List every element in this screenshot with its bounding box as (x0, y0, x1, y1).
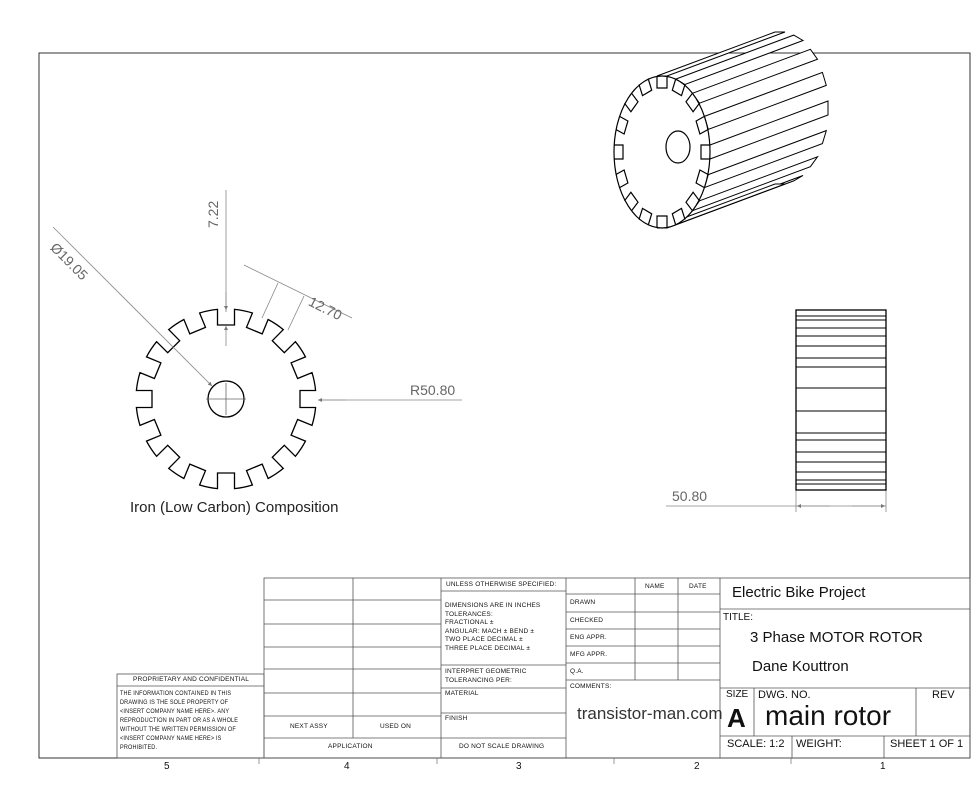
isometric-view (613, 31, 829, 229)
side-view (795, 309, 887, 491)
dim-slot-depth: 7.22 (205, 200, 221, 228)
title-label: TITLE: (723, 612, 754, 623)
date-column-header: DATE (689, 583, 707, 590)
row-eng-appr: ENG APPR. (570, 634, 607, 641)
proprietary-line: <INSERT COMPANY NAME HERE>. ANY (120, 708, 230, 715)
proprietary-line: DRAWING IS THE SOLE PROPERTY OF (120, 699, 229, 706)
row-mfg-appr: MFG APPR. (570, 651, 608, 658)
interpret-line-1: INTERPRET GEOMETRIC (445, 668, 527, 675)
unless-specified: UNLESS OTHERWISE SPECIFIED: (446, 581, 557, 588)
zone-1: 1 (880, 761, 886, 772)
material-note: Iron (Low Carbon) Composition (130, 499, 339, 516)
zone-4: 4 (344, 761, 350, 772)
tolerance-line: TOLERANCES: (445, 610, 493, 618)
proprietary-title: PROPRIETARY AND CONFIDENTIAL (133, 676, 250, 683)
tolerance-line: ANGULAR: MACH ± BEND ± (445, 627, 535, 635)
rev-label: REV (932, 689, 955, 701)
dimension-lines (52, 190, 887, 512)
name-column-header: NAME (645, 583, 665, 590)
proprietary-line: REPRODUCTION IN PART OR AS A WHOLE (120, 717, 239, 724)
proprietary-line: WITHOUT THE WRITTEN PERMISSION OF (120, 726, 236, 733)
sheet-label: SHEET 1 OF 1 (890, 738, 964, 750)
title-line-1: 3 Phase MOTOR ROTOR (750, 629, 923, 646)
dim-radius: R50.80 (410, 382, 456, 398)
material-label: MATERIAL (445, 690, 479, 697)
watermark-text: transistor-man.com (577, 704, 723, 723)
zone-2: 2 (694, 761, 700, 772)
proprietary-text: THE INFORMATION CONTAINED IN THIS DRAWIN… (120, 689, 259, 752)
finish-label: FINISH (445, 715, 468, 722)
next-assy-label: NEXT ASSY (290, 723, 328, 730)
dim-width: 50.80 (672, 488, 708, 504)
weight-label: WEIGHT: (796, 738, 842, 750)
zone-3: 3 (516, 761, 522, 772)
row-drawn: DRAWN (570, 599, 596, 606)
tolerance-line: THREE PLACE DECIMAL ± (445, 644, 531, 652)
do-not-scale: DO NOT SCALE DRAWING (459, 743, 545, 750)
gear-outline (135, 308, 317, 490)
row-comments: COMMENTS: (570, 683, 612, 690)
title-line-2: Dane Kouttron (752, 658, 849, 675)
proprietary-line: PROHIBITED. (120, 744, 158, 751)
dwg-no-label: DWG. NO. (758, 689, 811, 701)
size-value: A (727, 703, 746, 733)
iso-front-face (613, 75, 711, 229)
iso-shaft-hole (665, 130, 691, 164)
company-name: Electric Bike Project (732, 584, 866, 601)
used-on-label: USED ON (380, 723, 412, 730)
application-label: APPLICATION (328, 743, 373, 750)
proprietary-line: <INSERT COMPANY NAME HERE> IS (120, 735, 222, 742)
zone-5: 5 (164, 761, 170, 772)
tolerance-line: FRACTIONAL ± (445, 619, 494, 626)
scale-label: SCALE: 1:2 (727, 738, 785, 750)
dwg-no-value: main rotor (765, 700, 892, 731)
front-view-gear (135, 308, 317, 490)
tolerance-notes: DIMENSIONS ARE IN INCHES TOLERANCES: FRA… (445, 602, 540, 653)
tolerance-line: DIMENSIONS ARE IN INCHES (445, 602, 541, 609)
zone-ticks (258, 758, 792, 764)
size-label: SIZE (726, 689, 749, 700)
tolerance-line: TWO PLACE DECIMAL ± (445, 636, 523, 643)
row-checked: CHECKED (570, 617, 604, 624)
interpret-line-2: TOLERANCING PER: (445, 677, 513, 684)
title-block-grid (116, 577, 971, 759)
proprietary-line: THE INFORMATION CONTAINED IN THIS (120, 690, 232, 697)
row-qa: Q.A. (570, 668, 584, 675)
